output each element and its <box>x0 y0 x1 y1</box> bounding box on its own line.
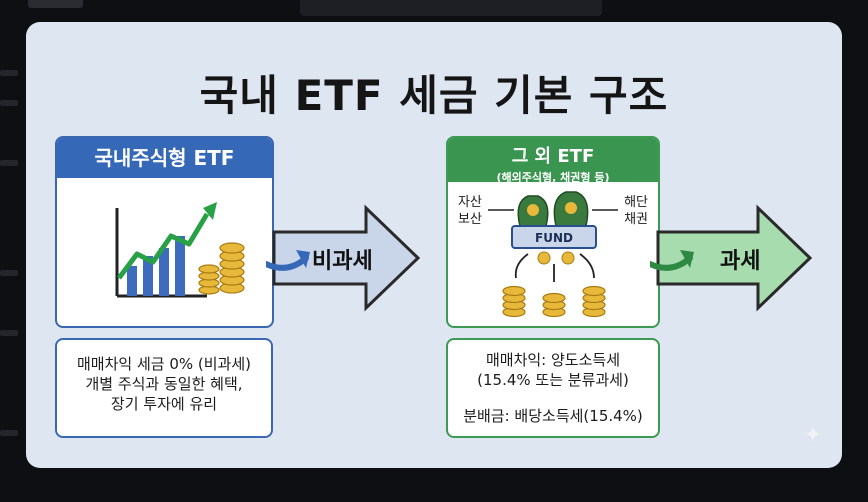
note-line: 매매차익 세금 0% (비과세) <box>76 355 251 373</box>
sidebar-line <box>0 100 18 106</box>
window-tab <box>28 0 83 8</box>
other-etf-title: 그 외 ETF <box>511 146 595 167</box>
infographic-card: 국내 ETF 세금 기본 구조 국내주식형 ETF <box>26 22 842 468</box>
sparkle-icon: ✦ <box>803 423 822 448</box>
tax-free-label: 비과세 <box>312 249 373 274</box>
domestic-etf-panel: 국내주식형 ETF <box>55 136 274 328</box>
window-topbar <box>300 0 602 16</box>
note-line: (15.4% 또는 분류과세) <box>477 371 629 389</box>
bond-label: 해단 채권 <box>624 195 648 227</box>
other-etf-header: 그 외 ETF (해외주식형, 채권형 등) <box>448 138 658 184</box>
sidebar-line <box>0 270 18 276</box>
sidebar-line <box>0 160 18 166</box>
note-line: 개별 주식과 동일한 혜택, <box>85 375 243 393</box>
page-title: 국내 ETF 세금 기본 구조 <box>199 71 669 120</box>
fund-money-bags-icon: FUND <box>488 191 618 318</box>
other-etf-notes: 매매차익: 양도소득세 (15.4% 또는 분류과세) 분배금: 배당소득세(1… <box>446 338 660 438</box>
sidebar-line <box>0 70 18 76</box>
other-etf-subtitle: (해외주식형, 채권형 등) <box>496 171 610 184</box>
taxable-label: 과세 <box>720 249 761 274</box>
tax-free-arrow <box>266 204 421 312</box>
note-line: 매매차익: 양도소득세 <box>485 351 621 369</box>
domestic-etf-notes: 매매차익 세금 0% (비과세) 개별 주식과 동일한 혜택, 장기 투자에 유… <box>55 338 273 438</box>
note-line: 분배금: 배당소득세(15.4%) <box>463 407 643 425</box>
sidebar-line <box>0 330 18 336</box>
sidebar-line <box>0 430 18 436</box>
domestic-etf-header: 국내주식형 ETF <box>57 138 272 178</box>
taxable-arrow <box>650 204 813 312</box>
asset-label: 자산 보산 <box>458 195 482 227</box>
fund-label: FUND <box>535 231 573 245</box>
growth-chart-icon <box>115 202 245 298</box>
note-line: 장기 투자에 유리 <box>110 395 218 413</box>
other-etf-panel: 그 외 ETF (해외주식형, 채권형 등) 자산 보산 해단 채권 FUND <box>446 136 660 328</box>
